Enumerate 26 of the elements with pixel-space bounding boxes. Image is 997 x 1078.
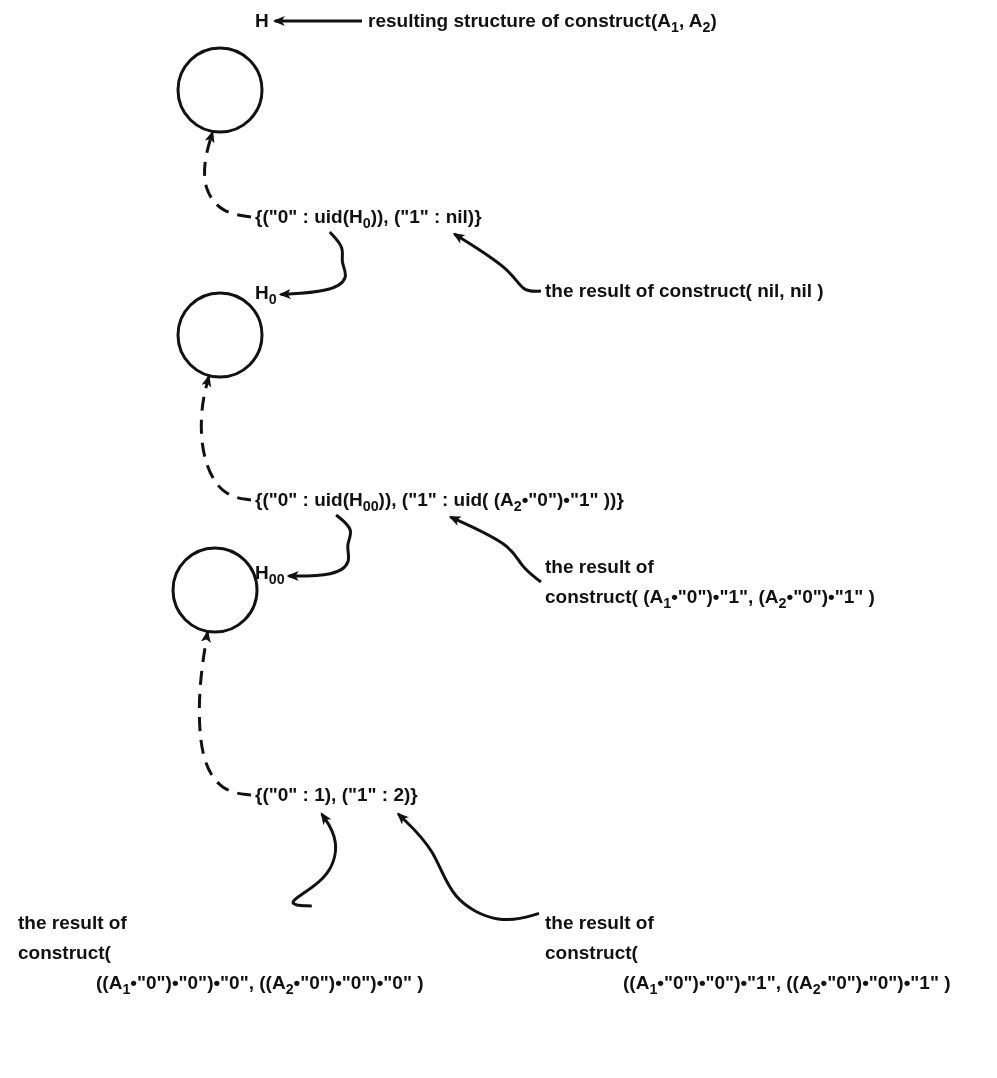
circle-node <box>173 548 257 632</box>
dashed-arrow <box>199 374 252 502</box>
arrow <box>291 812 338 908</box>
circle-node <box>178 48 262 132</box>
arrow <box>448 515 542 584</box>
annotation-text: ((A$_{1}$•"0")•"0")•"1", ((A$_{2}$•"0")•"0")•"1" ) <box>622 971 952 998</box>
arrow <box>452 232 542 293</box>
expression-label: {("0" : 1), ("1" : 2)} <box>255 780 418 810</box>
arrow <box>272 16 362 26</box>
annotation-text: H <box>255 6 269 36</box>
arrow <box>286 513 353 581</box>
annotation-text: the result of construct( <box>18 911 128 965</box>
dashed-arrow <box>197 630 252 797</box>
annotation-text: the result of construct( nil, nil ) <box>545 276 824 306</box>
dashed-arrow <box>203 130 252 219</box>
annotation-text: the result of <box>545 555 655 579</box>
expression-label: {("0" : uid(H$_{0}$)), ("1" : nil)} <box>255 202 482 232</box>
annotation-text: the result of construct( <box>545 911 655 965</box>
annotation-text: ((A$_{1}$•"0")•"0")•"0", ((A$_{2}$•"0")•"0")•"0" ) <box>95 971 425 998</box>
annotation-text: H$_{0}$ <box>255 278 277 308</box>
annotation-text: construct( (A$_{1}$•"0")•"1", (A$_{2}$•"0")•"1" ) <box>545 585 875 612</box>
annotation-text: H$_{00}$ <box>255 558 285 588</box>
arrow <box>278 230 347 299</box>
arrow <box>396 812 540 922</box>
annotation-text: resulting structure of construct(A$_{1}$, A$_{2}$) <box>368 6 717 36</box>
expression-label: {("0" : uid(H$_{00}$)), ("1" : uid( (A$_{2}$•"0")•"1" ))} <box>255 485 624 515</box>
